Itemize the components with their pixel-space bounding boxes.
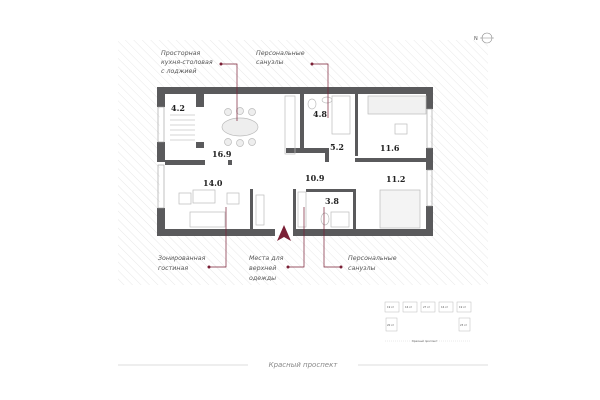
windows [157,106,433,209]
room-area-kitchen: 16.9 [212,149,232,159]
key-plan-labels: 19 эт 16 эт 27 эт 16 эт 19 эт 20 эт 23 э… [387,305,468,343]
svg-text:Красный проспект: Красный проспект [412,339,438,343]
svg-text:20 эт: 20 эт [387,323,395,327]
room-area-hall: 10.9 [305,173,325,183]
svg-text:N: N [474,36,478,42]
room-area-loggia: 4.2 [171,103,185,113]
room-area-bedroom-2: 11.2 [386,174,405,184]
callout-wardrobe: Места для верхней одежды [249,255,285,282]
room-area-bathroom-2: 3.8 [325,196,339,206]
callout-leaders [209,63,341,268]
room-area-bedroom-1: 11.6 [380,143,400,153]
key-plan [384,301,472,332]
room-area-bathroom-1: 4.8 [313,109,327,119]
street-label: Красный проспект [269,361,339,369]
room-area-living: 14.0 [203,178,223,188]
street-label-bg [248,358,358,370]
svg-text:19 эт: 19 эт [459,305,467,309]
callout-bathrooms-bottom: Персональные санузлы [348,255,399,272]
loggia-stairs [170,114,195,141]
svg-text:16 эт: 16 эт [441,305,449,309]
callout-dots [207,62,343,269]
svg-text:23 эт: 23 эт [460,323,468,327]
compass-icon: N [474,32,494,44]
svg-text:16 эт: 16 эт [405,305,413,309]
callout-living: Зонированная гостиная [158,255,207,272]
callout-kitchen: Просторная кухня-столовая с лоджией [161,50,215,75]
walls [157,87,433,236]
svg-text:27 эт: 27 эт [423,305,431,309]
furniture [178,95,427,229]
svg-text:19 эт: 19 эт [387,305,395,309]
entrance-arrow-icon [277,225,291,241]
callout-bathrooms-top: Персональные санузлы [256,50,307,66]
room-area-corridor: 5.2 [330,142,344,152]
